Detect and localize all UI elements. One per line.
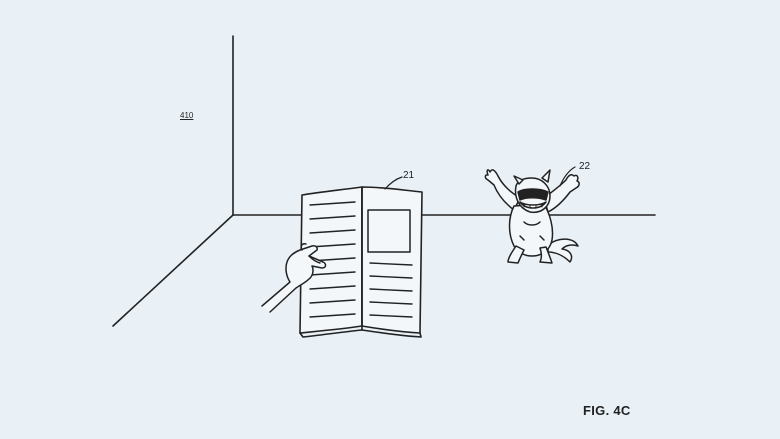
creature-reference-label: 22 bbox=[579, 161, 591, 172]
book-reference-label: 21 bbox=[403, 170, 415, 181]
open-book bbox=[299, 176, 423, 338]
creature-leader-line bbox=[559, 166, 576, 187]
right-page-picture bbox=[367, 209, 411, 253]
book-right-page bbox=[361, 186, 423, 334]
room-reference-label: 410 bbox=[180, 111, 194, 120]
pointing-hand bbox=[261, 243, 327, 313]
right-page-text-lines bbox=[369, 262, 413, 318]
figure-caption: FIG. 4C bbox=[583, 403, 631, 418]
creature-visor bbox=[517, 188, 549, 201]
book-leader-line bbox=[384, 176, 403, 190]
creature bbox=[484, 166, 580, 264]
floor-side-line bbox=[112, 214, 234, 327]
